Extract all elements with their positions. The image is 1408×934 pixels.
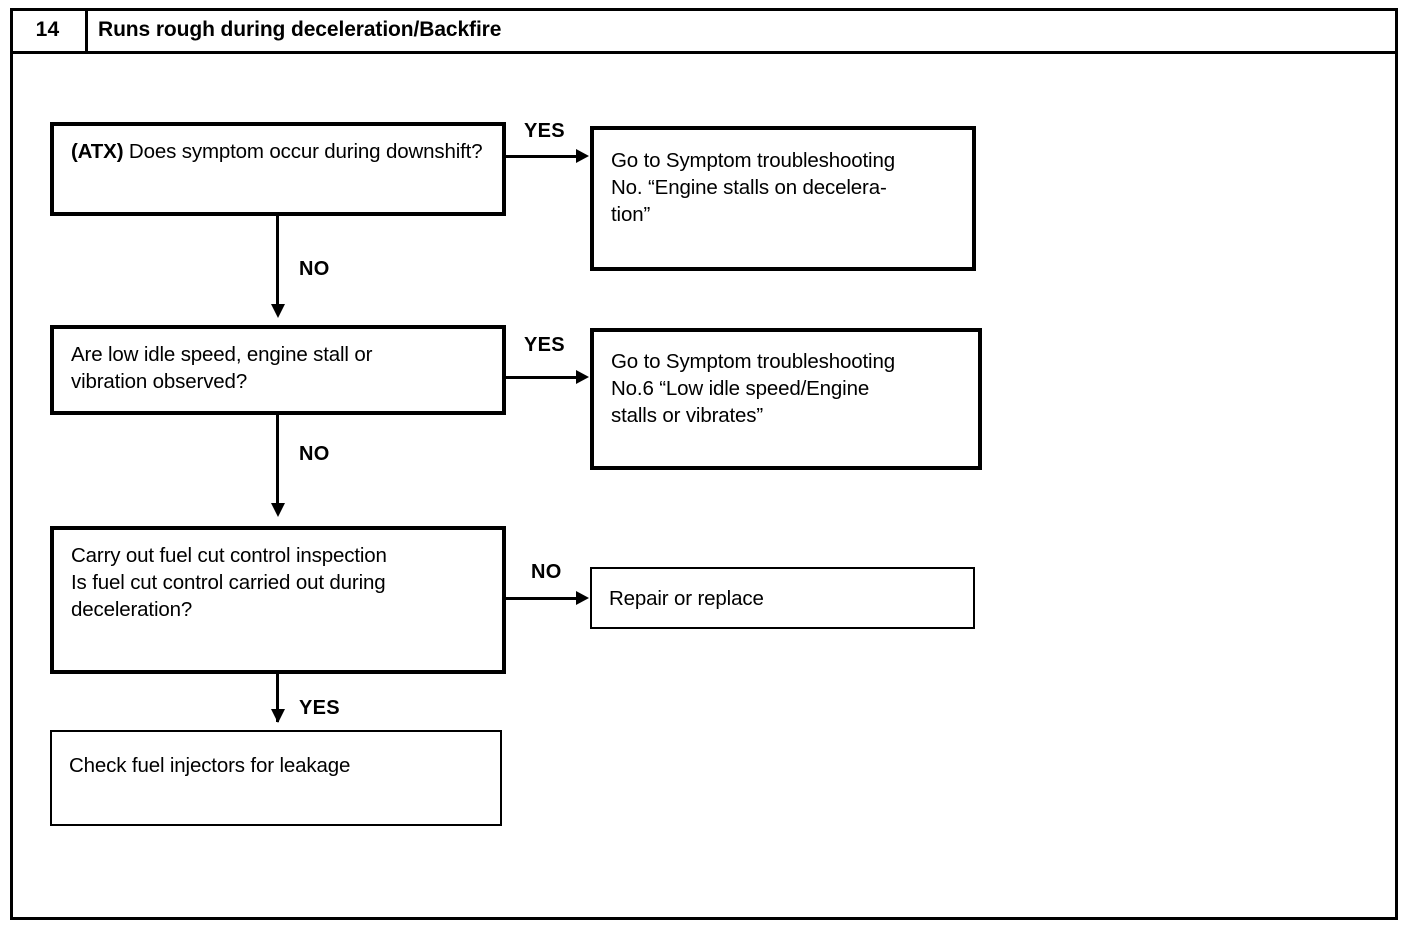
- edge-q1-no-arrowhead: [271, 304, 285, 318]
- edge-label-q2-yes: YES: [524, 334, 565, 356]
- edge-q2-no-line: [276, 415, 279, 507]
- edge-q1-no-line: [276, 216, 279, 308]
- edge-label-q3-yes: YES: [299, 697, 340, 719]
- action-box-goto-engine-stalls[interactable]: Go to Symptom troubleshooting No. “Engin…: [590, 126, 976, 271]
- action-box-goto-engine-stalls-text: Go to Symptom troubleshooting No. “Engin…: [611, 149, 895, 226]
- chart-header: 14 Runs rough during deceleration/Backfi…: [10, 8, 1398, 54]
- edge-q3-yes-line: [276, 674, 279, 722]
- atx-question: Does symptom occur during downshift?: [123, 140, 483, 163]
- edge-label-q2-no: NO: [299, 443, 330, 465]
- decision-box-low-idle-text: Are low idle speed, engine stall or vibr…: [71, 343, 373, 393]
- atx-prefix: (ATX): [71, 140, 124, 163]
- page-border: [10, 8, 1398, 920]
- action-box-repair-or-replace-text: Repair or replace: [609, 587, 764, 610]
- edge-q2-yes-arrowhead: [576, 370, 589, 384]
- action-box-check-injectors[interactable]: Check fuel injectors for leakage: [50, 730, 502, 826]
- edge-q2-no-arrowhead: [271, 503, 285, 517]
- decision-box-downshift[interactable]: (ATX) Does symptom occur during downshif…: [50, 122, 506, 216]
- decision-box-low-idle[interactable]: Are low idle speed, engine stall or vibr…: [50, 325, 506, 415]
- edge-label-q3-no: NO: [531, 561, 562, 583]
- decision-box-fuel-cut-text: Carry out fuel cut control inspection Is…: [71, 544, 387, 621]
- decision-box-fuel-cut[interactable]: Carry out fuel cut control inspection Is…: [50, 526, 506, 674]
- edge-q3-no-line: [506, 597, 578, 600]
- decision-box-downshift-text: (ATX) Does symptom occur during downshif…: [71, 138, 494, 165]
- action-box-check-injectors-text: Check fuel injectors for leakage: [69, 754, 351, 777]
- action-box-goto-low-idle[interactable]: Go to Symptom troubleshooting No.6 “Low …: [590, 328, 982, 470]
- edge-q3-yes-arrowhead: [271, 709, 285, 723]
- edge-q1-yes-arrowhead: [576, 149, 589, 163]
- edge-label-q1-no: NO: [299, 258, 330, 280]
- page-title: Runs rough during deceleration/Backfire: [98, 17, 502, 41]
- edge-q2-yes-line: [506, 376, 578, 379]
- edge-q1-yes-line: [506, 155, 578, 158]
- edge-q3-no-arrowhead: [576, 591, 589, 605]
- action-box-repair-or-replace[interactable]: Repair or replace: [590, 567, 975, 629]
- edge-label-q1-yes: YES: [524, 120, 565, 142]
- action-box-goto-low-idle-text: Go to Symptom troubleshooting No.6 “Low …: [611, 350, 895, 427]
- chart-number: 14: [10, 8, 88, 51]
